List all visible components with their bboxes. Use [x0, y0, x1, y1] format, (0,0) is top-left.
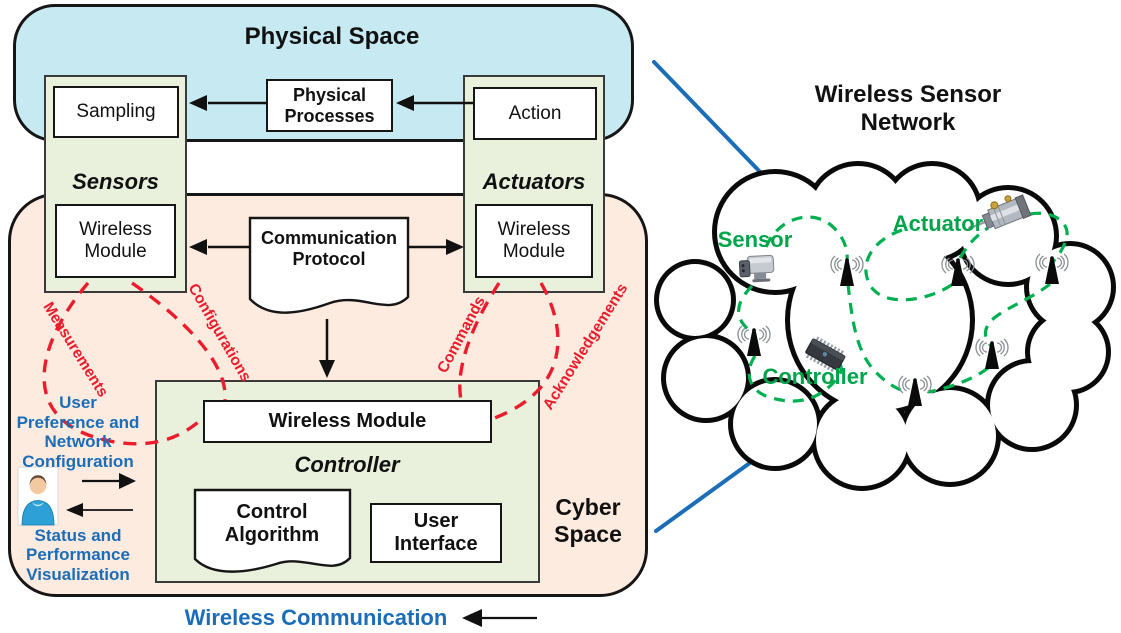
antenna-icon [941, 255, 975, 286]
user-output-label: Status and Performance Visualization [26, 525, 130, 584]
controller-wireless-module-label: Wireless Module [268, 410, 427, 432]
physical-space-title: Physical Space [244, 23, 420, 50]
antenna-icon [830, 255, 864, 286]
wsn-actuator-label: Actuator [892, 211, 984, 236]
user-input-label: User Preference and Network Configuratio… [16, 393, 140, 471]
wsn-sensor-label: Sensor [717, 227, 793, 252]
action-label: Action [508, 102, 562, 124]
sampling-box: Sampling [53, 86, 179, 138]
actuators-wireless-module-label: Wireless Module [497, 219, 571, 262]
antenna-icon [737, 325, 771, 356]
actuators-wireless-module-box: Wireless Module [475, 204, 593, 278]
sensors-wireless-module-label: Wireless Module [79, 219, 152, 262]
antenna-icon [898, 375, 932, 406]
control-algorithm-label: Control Algorithm [224, 501, 320, 546]
physical-processes-label: Physical Processes [284, 84, 375, 126]
wsn-controller-label: Controller [762, 364, 868, 389]
wireless-communication-label: Wireless Communication [184, 605, 448, 630]
user-interface-label: User Interface [394, 510, 478, 555]
sensor-camera-icon [738, 254, 775, 283]
user-interface-box: User Interface [370, 503, 502, 563]
sensors-label: Sensors [72, 169, 159, 194]
physical-processes-box: Physical Processes [266, 79, 393, 132]
actuators-label: Actuators [482, 169, 586, 194]
cloud-link-bottom [654, 455, 760, 533]
sensors-wireless-module-box: Wireless Module [55, 204, 176, 278]
sampling-label: Sampling [76, 101, 156, 122]
communication-protocol-label: Communication Protocol [260, 228, 397, 269]
antenna-icon [1035, 253, 1069, 284]
action-box: Action [473, 87, 597, 140]
cloud-link-top [652, 60, 766, 178]
cyber-space-label: Cyber Space [554, 494, 622, 547]
antenna-icon [975, 338, 1009, 369]
arrow-wireless-communication [462, 609, 537, 627]
wsn-title: Wireless Sensor Network [814, 81, 1002, 136]
controller-wireless-module-box: Wireless Module [203, 400, 492, 443]
controller-label: Controller [294, 452, 400, 477]
